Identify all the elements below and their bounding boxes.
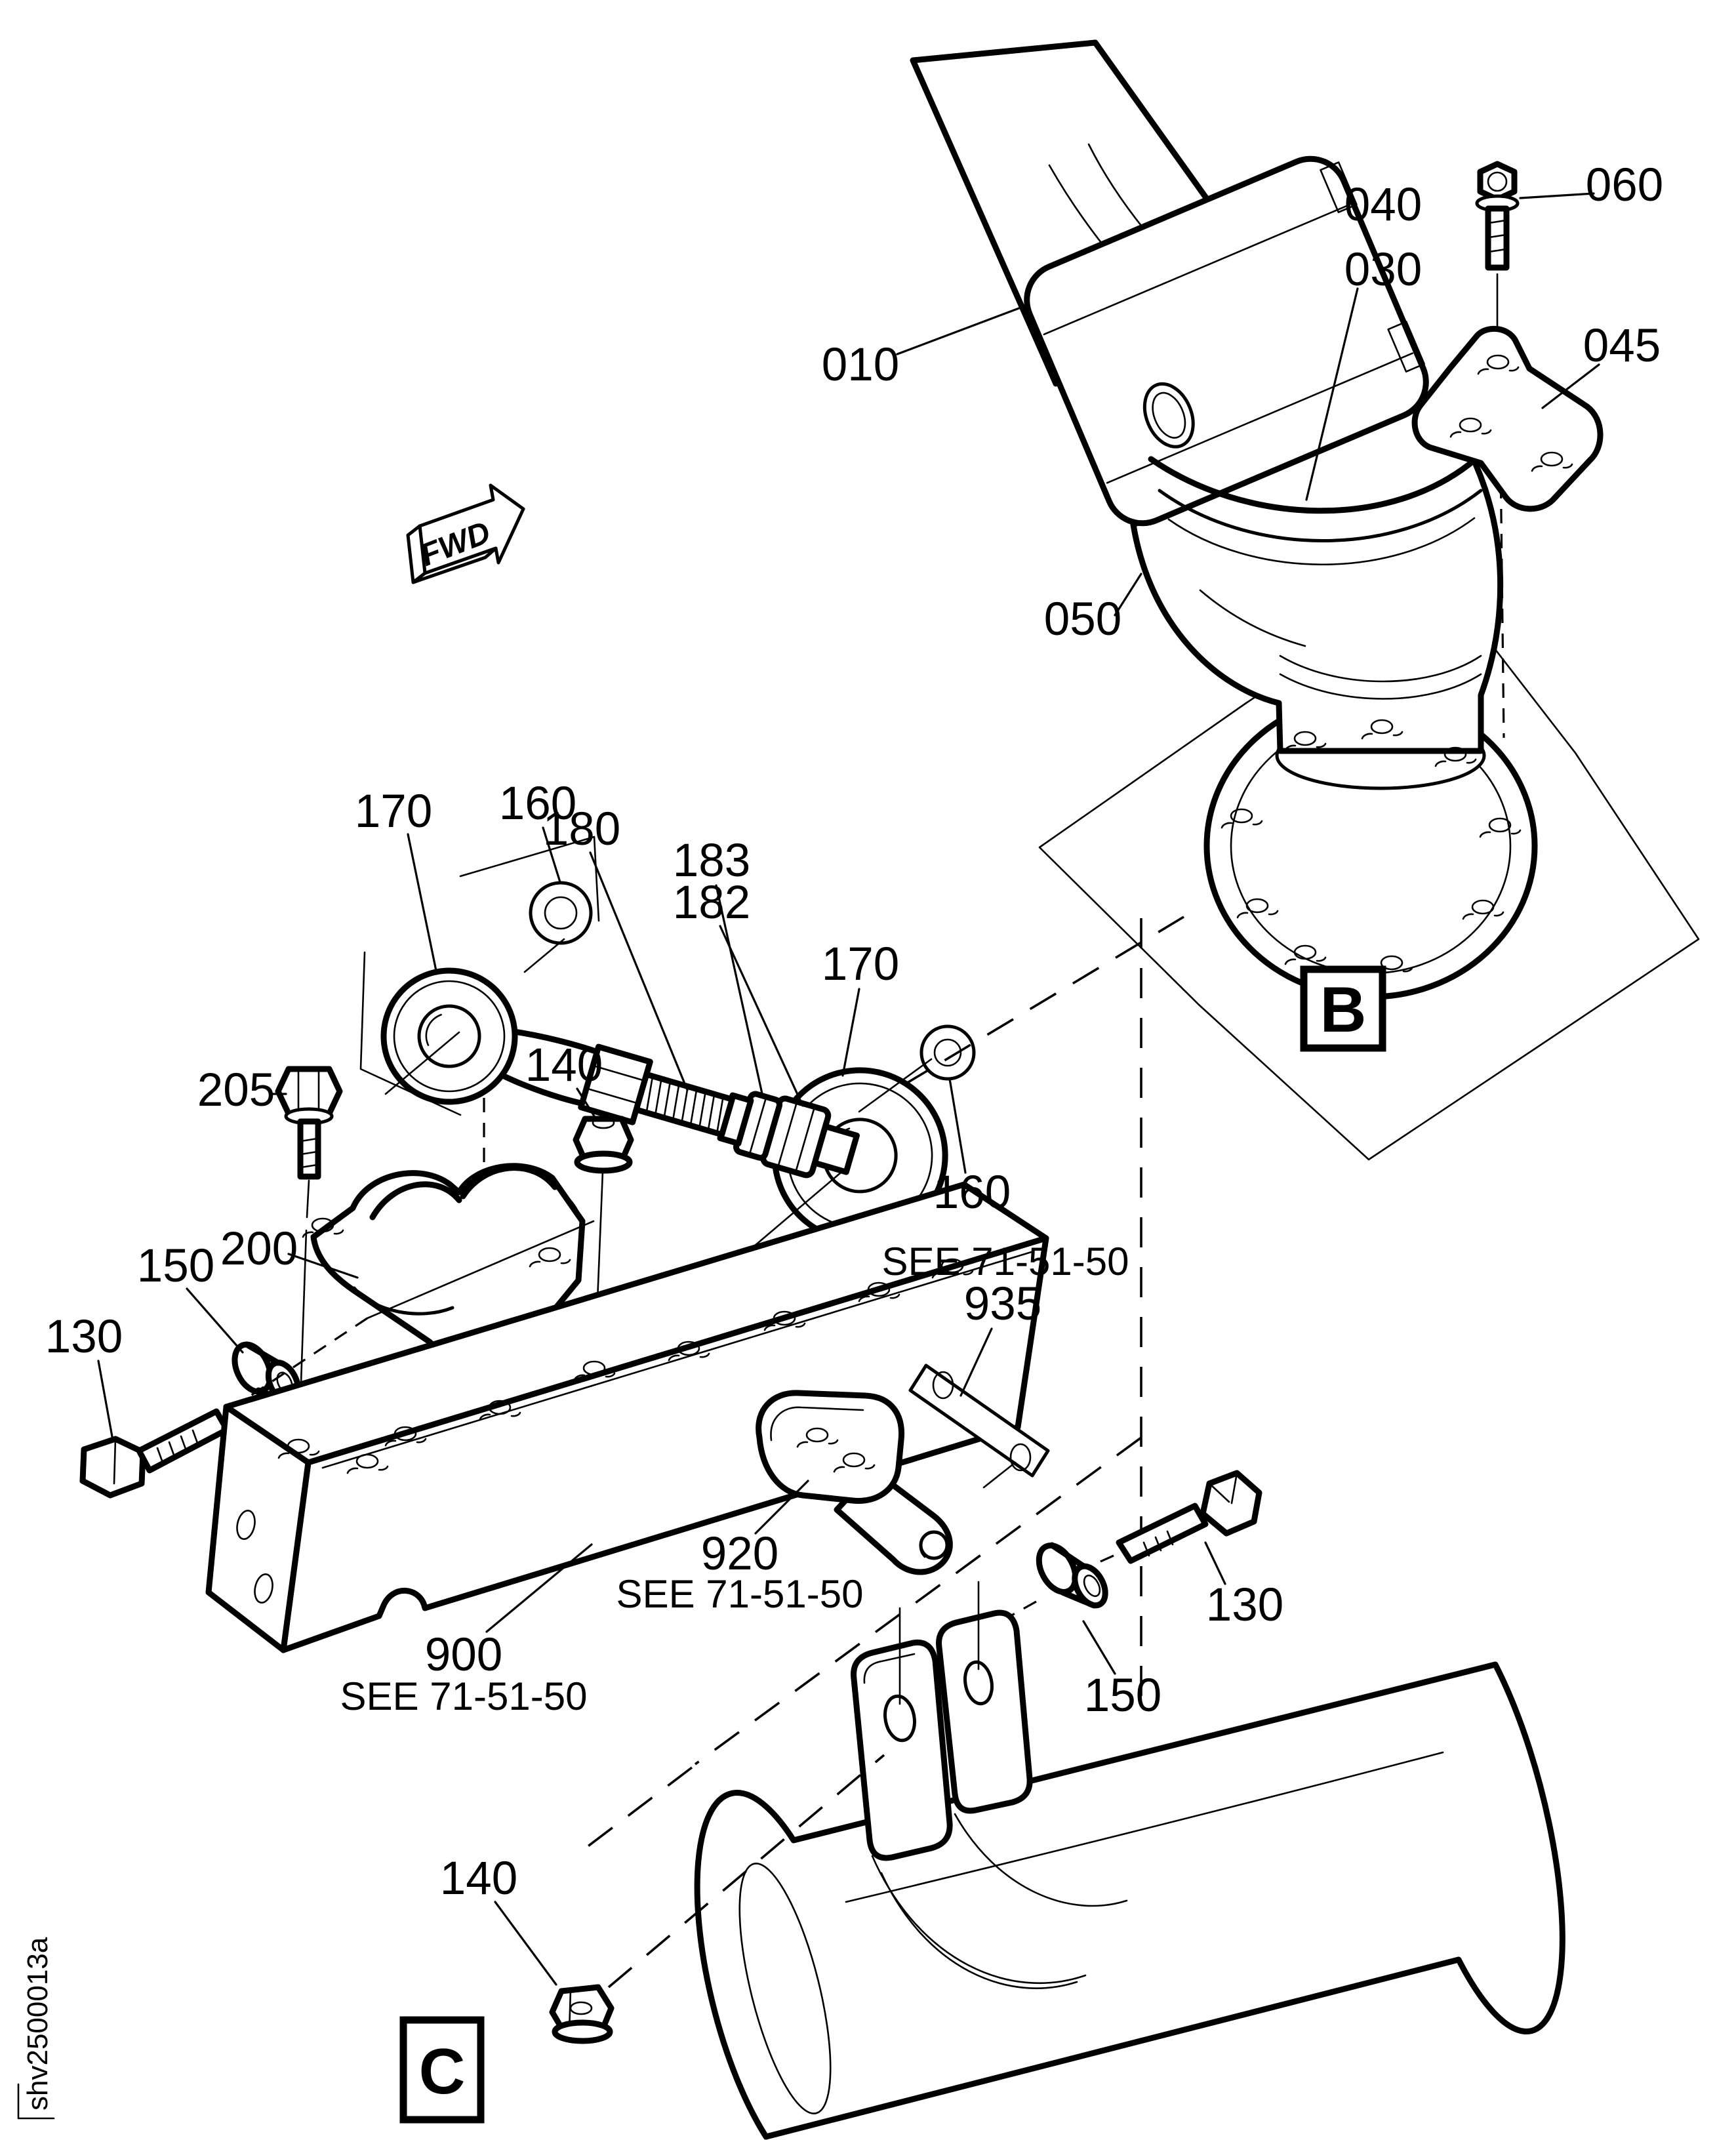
rod-shank-left bbox=[496, 1028, 600, 1107]
callout-130-right: 130 bbox=[1206, 1579, 1283, 1631]
section-markers: B C bbox=[399, 965, 1386, 2124]
section-b-letter: B bbox=[1320, 973, 1367, 1045]
coupling-sleeve bbox=[1024, 155, 1429, 527]
bolt-060 bbox=[1475, 161, 1520, 738]
bolt-130-left bbox=[79, 1317, 368, 1499]
callout-935: 935 bbox=[964, 1278, 1041, 1330]
channel-plate-900 bbox=[205, 1181, 1049, 1653]
callout-150-left: 150 bbox=[137, 1240, 214, 1292]
section-c-letter: C bbox=[419, 2035, 466, 2107]
callout-935-ref: SEE 71-51-50 bbox=[882, 1240, 1129, 1283]
callout-030: 030 bbox=[1344, 244, 1422, 296]
strap-935 bbox=[908, 1363, 1050, 1489]
bushing-150-right bbox=[915, 1542, 1108, 1668]
bracket-045 bbox=[1411, 325, 1604, 512]
bolt-205 bbox=[275, 1066, 343, 1442]
callout-160-right: 160 bbox=[933, 1167, 1011, 1219]
callout-170-right: 170 bbox=[822, 939, 899, 990]
callout-900-ref: SEE 71-51-50 bbox=[340, 1674, 588, 1718]
link-rod-assembly bbox=[380, 938, 948, 1247]
callout-010: 010 bbox=[822, 339, 899, 391]
callout-140-mid: 140 bbox=[525, 1040, 603, 1091]
washer-160-left bbox=[529, 881, 593, 945]
section-marker-c: C bbox=[399, 2016, 485, 2124]
duct-assembly bbox=[694, 1581, 1565, 2140]
callout-170-left: 170 bbox=[355, 786, 432, 838]
callout-150-right: 150 bbox=[1084, 1670, 1161, 1722]
callout-183: 183 bbox=[673, 835, 750, 887]
callout-050: 050 bbox=[1044, 594, 1121, 645]
callout-leaders bbox=[97, 192, 1600, 1986]
callout-205: 205 bbox=[197, 1064, 275, 1116]
bracket-920 bbox=[756, 1390, 953, 1575]
callout-160-left: 160 bbox=[499, 778, 576, 830]
callout-920-ref: SEE 71-51-50 bbox=[616, 1572, 864, 1616]
drawing-id: shv2500013a bbox=[17, 1937, 55, 2120]
drawing-id-text: shv2500013a bbox=[22, 1937, 54, 2110]
boundary-lines bbox=[359, 836, 1184, 1851]
callout-900: 900 bbox=[425, 1629, 502, 1681]
callout-060: 060 bbox=[1586, 159, 1663, 211]
washer-160-right bbox=[919, 1024, 976, 1081]
clamp-tab-front bbox=[851, 1607, 953, 1861]
callout-200: 200 bbox=[220, 1223, 298, 1275]
fwd-arrow: FWD bbox=[406, 483, 525, 584]
callout-labels: 010 040 030 060 045 050 170 160 180 183 … bbox=[45, 159, 1663, 1905]
callout-130-left: 130 bbox=[45, 1311, 123, 1363]
bolt-130-right bbox=[1054, 1470, 1262, 1583]
callout-040: 040 bbox=[1344, 179, 1422, 231]
callout-920: 920 bbox=[701, 1528, 778, 1580]
clamp-seal-030-040 bbox=[1148, 456, 1483, 565]
clamp-tab-rear bbox=[936, 1581, 1033, 1814]
pipe-assembly bbox=[910, 39, 1700, 1161]
nut-140-bottom bbox=[549, 1754, 885, 2044]
callout-140-bottom: 140 bbox=[440, 1853, 517, 1905]
saddle-clamp-200 bbox=[302, 1163, 595, 1365]
section-marker-b: B bbox=[1300, 965, 1386, 1052]
callout-045: 045 bbox=[1583, 320, 1661, 372]
callout-180: 180 bbox=[543, 803, 620, 855]
callout-182: 182 bbox=[673, 877, 750, 929]
rod-end-170-left bbox=[380, 967, 518, 1105]
sleeve-oval-port bbox=[1142, 382, 1195, 449]
nut-140-mid bbox=[573, 1116, 634, 1367]
